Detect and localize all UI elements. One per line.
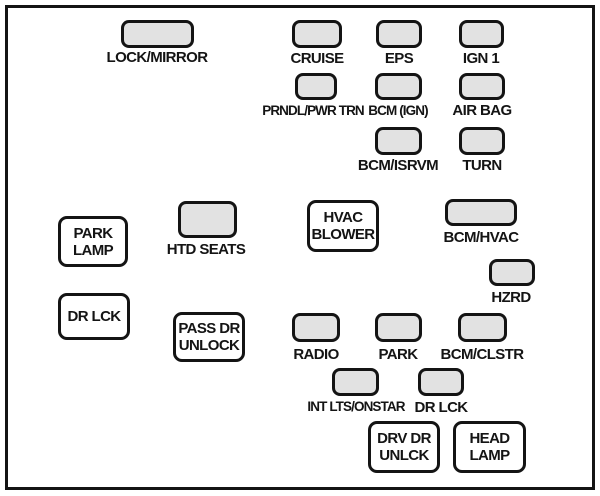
relay-label-line: DRV DR: [377, 430, 431, 447]
fuse-label: IGN 1: [462, 50, 500, 67]
relay-hvac-blower: HVAC BLOWER: [307, 200, 379, 252]
fuse-body: [178, 201, 237, 238]
fuse-body: [375, 313, 422, 342]
fuse-body: [375, 127, 422, 155]
relay-head-lamp: HEAD LAMP: [453, 421, 526, 473]
fuse-label: DR LCK: [414, 399, 468, 416]
fuse-body: [459, 73, 505, 100]
relay-drv-dr-unlck: DRV DR UNLCK: [368, 421, 440, 473]
fuse-body: [295, 73, 337, 100]
relay-label-line: DR LCK: [67, 308, 121, 325]
fuse-label: EPS: [384, 50, 414, 67]
fuse-label: AIR BAG: [452, 102, 512, 119]
diagram-outer-frame: [5, 5, 595, 490]
fuse-label: LOCK/MIRROR: [106, 49, 208, 66]
fuse-label: HZRD: [491, 289, 531, 306]
fuse-label: INT LTS/ONSTAR: [307, 399, 405, 414]
fuse-body: [418, 368, 464, 396]
fuse-label: BCM/CLSTR: [440, 346, 525, 363]
fuse-label: RADIO: [293, 346, 339, 363]
fuse-body: [121, 20, 194, 48]
relay-pass-dr-unlock: PASS DR UNLOCK: [173, 312, 245, 362]
relay-dr-lck: DR LCK: [58, 293, 130, 340]
fuse-label: BCM/ISRVM: [357, 157, 439, 174]
relay-label-line: HVAC: [323, 209, 364, 226]
relay-label-line: UNLOCK: [178, 337, 240, 354]
fuse-body: [376, 20, 422, 48]
fuse-label: BCM (IGN): [368, 103, 428, 118]
fuse-label: PRNDL/PWR TRN: [262, 103, 364, 118]
relay-label-line: PASS DR: [178, 320, 240, 337]
fuse-body: [459, 20, 504, 48]
fuse-body: [292, 20, 342, 48]
relay-label-line: LAMP: [469, 447, 510, 464]
fuse-body: [489, 259, 535, 286]
fuse-label: BCM/HVAC: [443, 229, 520, 246]
fuse-body: [332, 368, 379, 396]
relay-label-line: LAMP: [72, 241, 114, 259]
fuse-body: [445, 199, 517, 226]
fuse-body: [375, 73, 422, 100]
relay-label-line: HEAD: [469, 430, 510, 447]
fuse-label: HTD SEATS: [166, 241, 246, 258]
relay-label-line: UNLCK: [379, 447, 429, 464]
fuse-body: [292, 313, 340, 342]
fuse-body: [459, 127, 505, 155]
fuse-label: PARK: [378, 346, 419, 363]
fuse-label: TURN: [462, 157, 502, 174]
fuse-body: [458, 313, 507, 342]
relay-label-line: BLOWER: [311, 226, 375, 243]
fuse-label: CRUISE: [290, 50, 344, 67]
relay-label-line: PARK: [73, 224, 114, 242]
relay-park-lamp: PARK LAMP: [58, 216, 128, 267]
